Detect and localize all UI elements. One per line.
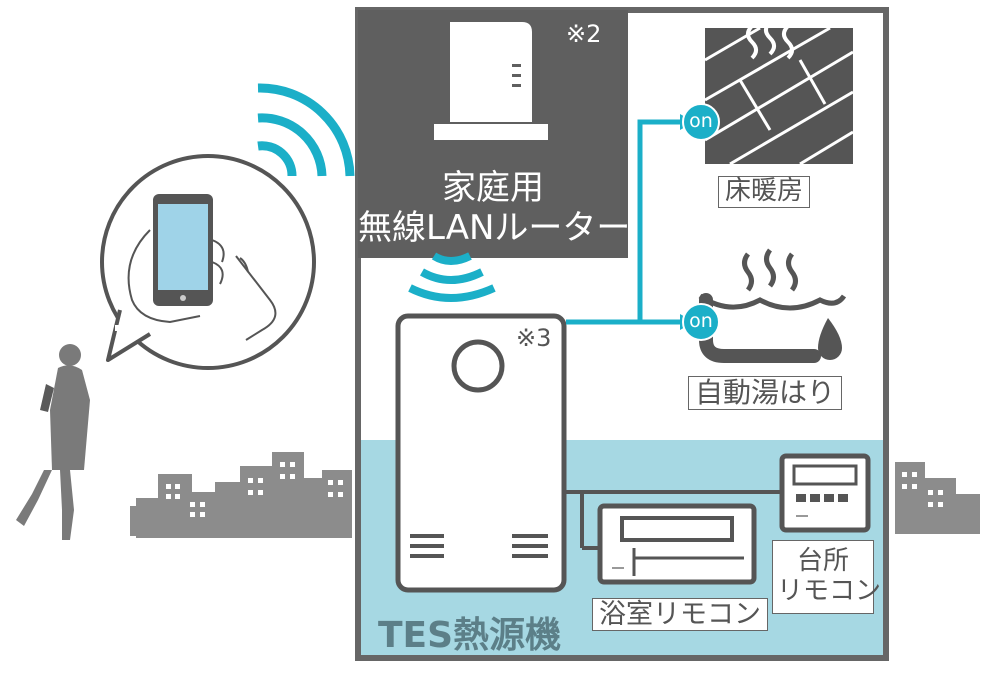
heat-source-unit — [395, 313, 567, 593]
auto-fill-on-badge: on — [682, 303, 720, 341]
heat-source-label: TES熱源機 — [378, 615, 562, 656]
hands-drawing — [127, 229, 277, 341]
city-windows-right — [902, 472, 943, 507]
bathroom-remote-label: 浴室リモコン — [592, 598, 768, 632]
walking-person-icon — [16, 344, 90, 540]
wifi-down-icon — [408, 252, 496, 302]
city-skyline-right — [895, 462, 980, 534]
control-arrows — [566, 119, 682, 325]
floor-heating-label: 床暖房 — [718, 176, 811, 208]
router-icon — [434, 22, 548, 140]
remote-wiring — [564, 490, 782, 550]
kitchen-remote-label-line2: リモコン — [777, 575, 882, 606]
smartphone-icon — [153, 194, 213, 306]
city-windows-left — [166, 462, 343, 517]
floor-heating-on-badge: on — [682, 103, 720, 141]
heat-source-note: ※3 — [516, 324, 552, 352]
auto-fill-label: 自動湯はり — [688, 376, 843, 411]
bathtub-icon — [698, 248, 847, 363]
router-note: ※2 — [566, 20, 602, 48]
wifi-signal-icon — [257, 83, 355, 177]
floor-heating-icon — [704, 20, 854, 166]
kitchen-remote-icon — [779, 453, 871, 533]
kitchen-remote-label: 台所 リモコン — [772, 540, 882, 614]
city-skyline-left — [130, 452, 352, 538]
bathroom-remote-icon — [597, 503, 757, 585]
router-label-line1: 家庭用 — [442, 168, 544, 208]
router-label-line2: 無線LANルーター — [358, 208, 631, 248]
kitchen-remote-label-line1: 台所 — [796, 546, 849, 576]
